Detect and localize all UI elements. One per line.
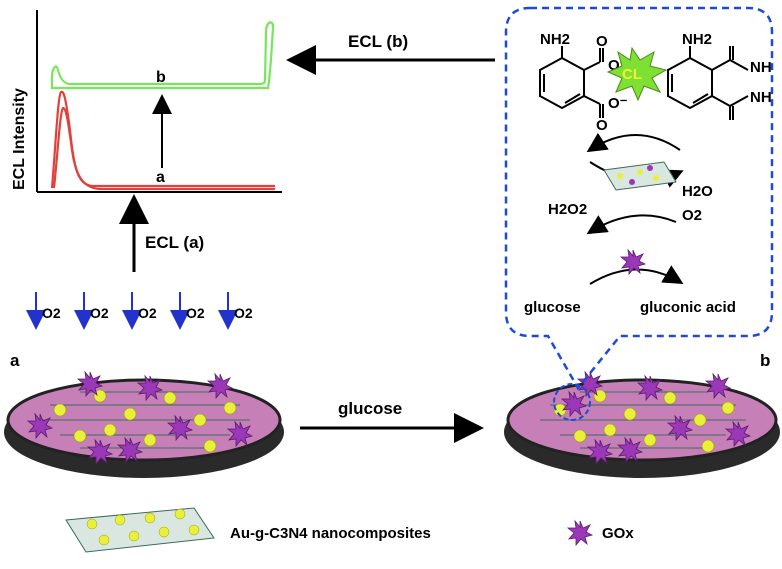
electrode-b — [504, 371, 780, 478]
legend-nanocomposite-swatch — [65, 507, 215, 553]
curve-a-label: a — [156, 169, 165, 186]
o2-label: O2 — [186, 305, 205, 321]
o-label-2: O — [596, 117, 608, 134]
legend: Au-g-C3N4 nanocomposites GOx — [65, 507, 634, 553]
curve-b — [50, 21, 275, 90]
cl-star: CL — [606, 46, 668, 102]
o2-arrow: O2 — [218, 292, 253, 330]
o2-label: O2 — [42, 305, 61, 321]
gluconic-acid-label: gluconic acid — [640, 299, 736, 316]
h2o2-label: H2O2 — [548, 201, 587, 218]
o2-scheme-label: O2 — [682, 207, 702, 224]
nh-bottom: NH — [750, 89, 772, 106]
nh-top: NH — [750, 59, 772, 76]
glucose-arrow-label: glucose — [338, 399, 402, 418]
o2-arrow: O2 — [74, 292, 109, 330]
ecl-b-label: ECL (b) — [348, 32, 408, 51]
curve-b-label: b — [156, 69, 166, 86]
electrode-a — [4, 371, 284, 478]
nh2-right: NH2 — [682, 31, 712, 48]
h2o-label: H2O — [682, 183, 713, 200]
o2-label: O2 — [90, 305, 109, 321]
o2-arrow: O2 — [170, 292, 205, 330]
nanocomposite-layer — [40, 391, 250, 449]
zoom-circle — [553, 383, 591, 421]
o2-arrows: O2 O2 O2 O2 O2 — [26, 292, 253, 330]
electrode-a-label: a — [10, 351, 20, 370]
o2-arrow: O2 — [122, 292, 157, 330]
o-label: O — [596, 33, 608, 50]
nh2-left: NH2 — [540, 31, 570, 48]
o-minus-label-2: O⁻ — [608, 95, 628, 112]
o2-label: O2 — [138, 305, 157, 321]
y-axis-label: ECL Intensity — [11, 88, 28, 190]
cycle-nanocomposite — [603, 161, 677, 191]
electrode-b-label: b — [760, 351, 770, 370]
glucose-scheme-label: glucose — [524, 299, 581, 316]
aminophthalate-structure — [539, 46, 604, 118]
o2-label: O2 — [234, 305, 253, 321]
legend-gox-swatch — [567, 520, 593, 546]
callout-box — [504, 6, 774, 391]
luminol-structure — [667, 46, 749, 120]
ecl-a-label: ECL (a) — [145, 233, 204, 252]
ecl-chart: ECL Intensity b a — [11, 10, 282, 193]
o2-arrow: O2 — [26, 292, 61, 330]
curve-a — [50, 90, 275, 191]
au-particles — [53, 389, 237, 453]
legend-nanocomposite-label: Au-g-C3N4 nanocomposites — [230, 525, 431, 542]
legend-gox-label: GOx — [602, 525, 634, 542]
cl-label: CL — [622, 66, 642, 83]
